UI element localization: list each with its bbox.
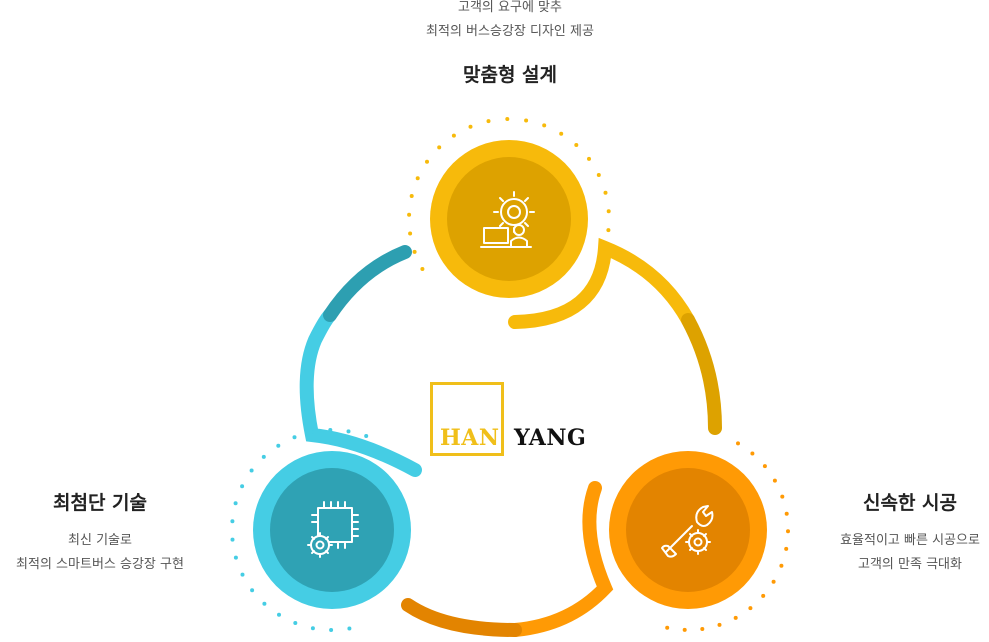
- arc-right-left-light: [508, 481, 614, 637]
- wrench-gear-icon: [661, 505, 714, 558]
- orbit-dot: [310, 430, 315, 434]
- left-desc-line-1: 최신 기술로: [68, 533, 132, 548]
- hanyang-logo: HAN YANG: [430, 382, 600, 462]
- orbit-dot: [603, 190, 608, 195]
- orbit-dot: [602, 246, 607, 251]
- orbit-dot: [784, 546, 789, 551]
- left-desc-line-2: 최적의 스마트버스 승강장 구현: [16, 557, 184, 572]
- orbit-dot: [329, 628, 334, 632]
- node-left: [253, 451, 411, 609]
- orbit-dot: [779, 563, 784, 568]
- arc-left-top-light: [299, 308, 422, 477]
- orbit-dot: [665, 625, 670, 630]
- orbit-dot: [733, 615, 738, 620]
- right-node-title: 신속한 시공: [862, 492, 957, 514]
- orbit-dot: [230, 519, 235, 524]
- orbit-dot: [750, 451, 755, 456]
- dotted-orbit-top: [407, 117, 611, 271]
- orbit-dot: [240, 572, 245, 577]
- orbit-dot: [468, 124, 473, 129]
- orbit-dot: [748, 606, 753, 611]
- orbit-dot: [249, 468, 254, 473]
- orbit-dot: [233, 501, 238, 506]
- node-right: [609, 451, 767, 609]
- orbit-dot: [364, 434, 369, 438]
- orbit-dot: [780, 494, 785, 499]
- orbit-dot: [574, 143, 579, 147]
- left-node-description: 최첨단 기술 최신 기술로 최적의 스마트버스 승강장 구현: [0, 488, 200, 577]
- orbit-dot: [771, 579, 776, 584]
- orbit-dot: [761, 593, 766, 598]
- chip-gear-icon: [307, 501, 359, 558]
- right-node-description: 신속한 시공 효율적이고 빠른 시공으로 고객의 만족 극대화: [810, 488, 989, 577]
- orbit-dot: [524, 118, 529, 123]
- arc-left-top-dark: [323, 245, 412, 322]
- dotted-orbit-left: [230, 428, 369, 632]
- top-desc-line-2: 최적의 버스승강장 디자인 제공: [426, 24, 594, 39]
- orbit-dot: [736, 441, 740, 446]
- orbit-dot: [328, 428, 333, 432]
- orbit-dot: [437, 145, 442, 150]
- orbit-dot: [346, 429, 351, 434]
- logo-yang-text: YANG: [514, 425, 587, 451]
- orbit-dot: [762, 464, 767, 469]
- arc-top-right-dark: [681, 313, 722, 435]
- orbit-dot: [606, 228, 611, 233]
- orbit-dot: [409, 194, 414, 198]
- orbit-dot: [250, 588, 255, 593]
- orbit-dot: [233, 555, 238, 560]
- orbit-dot: [596, 173, 601, 177]
- orbit-dot: [451, 133, 456, 138]
- orbit-dot: [240, 484, 245, 489]
- orbit-dot: [293, 621, 298, 625]
- orbit-dot: [595, 263, 600, 268]
- orbit-dot: [682, 627, 687, 632]
- node-top: [430, 140, 588, 298]
- orbit-dot: [784, 511, 789, 516]
- orbit-dot: [587, 156, 591, 161]
- left-node-title: 최첨단 기술: [52, 492, 147, 514]
- right-desc-line-1: 효율적이고 빠른 시공으로: [840, 533, 980, 548]
- orbit-dot: [277, 612, 281, 617]
- orbit-dot: [717, 622, 722, 627]
- orbit-dot: [407, 212, 412, 217]
- orbit-dot: [261, 454, 266, 459]
- right-desc-line-2: 고객의 만족 극대화: [858, 557, 962, 572]
- dotted-orbit-right: [665, 441, 790, 632]
- orbit-dot: [412, 249, 417, 254]
- orbit-dot: [262, 601, 267, 606]
- logo-frame: [430, 382, 504, 456]
- orbit-dot: [559, 131, 564, 136]
- orbit-dot: [420, 267, 425, 271]
- orbit-dot: [230, 537, 235, 542]
- top-desc-line-1: 고객의 요구에 맞추: [458, 0, 562, 15]
- top-node-title: 맞춤형 설계: [462, 64, 557, 86]
- orbit-dot: [347, 626, 352, 631]
- logo-han-text: HAN: [440, 425, 500, 451]
- top-node-description: 고객의 요구에 맞추 최적의 버스승강장 디자인 제공 맞춤형 설계: [340, 0, 680, 87]
- orbit-dot: [276, 443, 281, 448]
- arc-right-left-dark: [401, 598, 522, 637]
- orbit-dot: [786, 529, 790, 534]
- orbit-dot: [542, 123, 547, 128]
- orbit-dot: [700, 627, 705, 631]
- gear-engineer-icon: [480, 191, 535, 248]
- orbit-dot: [486, 119, 491, 124]
- orbit-dot: [772, 478, 777, 483]
- orbit-dot: [292, 435, 297, 440]
- orbit-dot: [606, 209, 611, 214]
- orbit-dot: [425, 159, 429, 164]
- orbit-dot: [408, 231, 413, 236]
- orbit-dot: [310, 626, 315, 631]
- orbit-dot: [415, 176, 420, 181]
- orbit-dot: [505, 117, 510, 121]
